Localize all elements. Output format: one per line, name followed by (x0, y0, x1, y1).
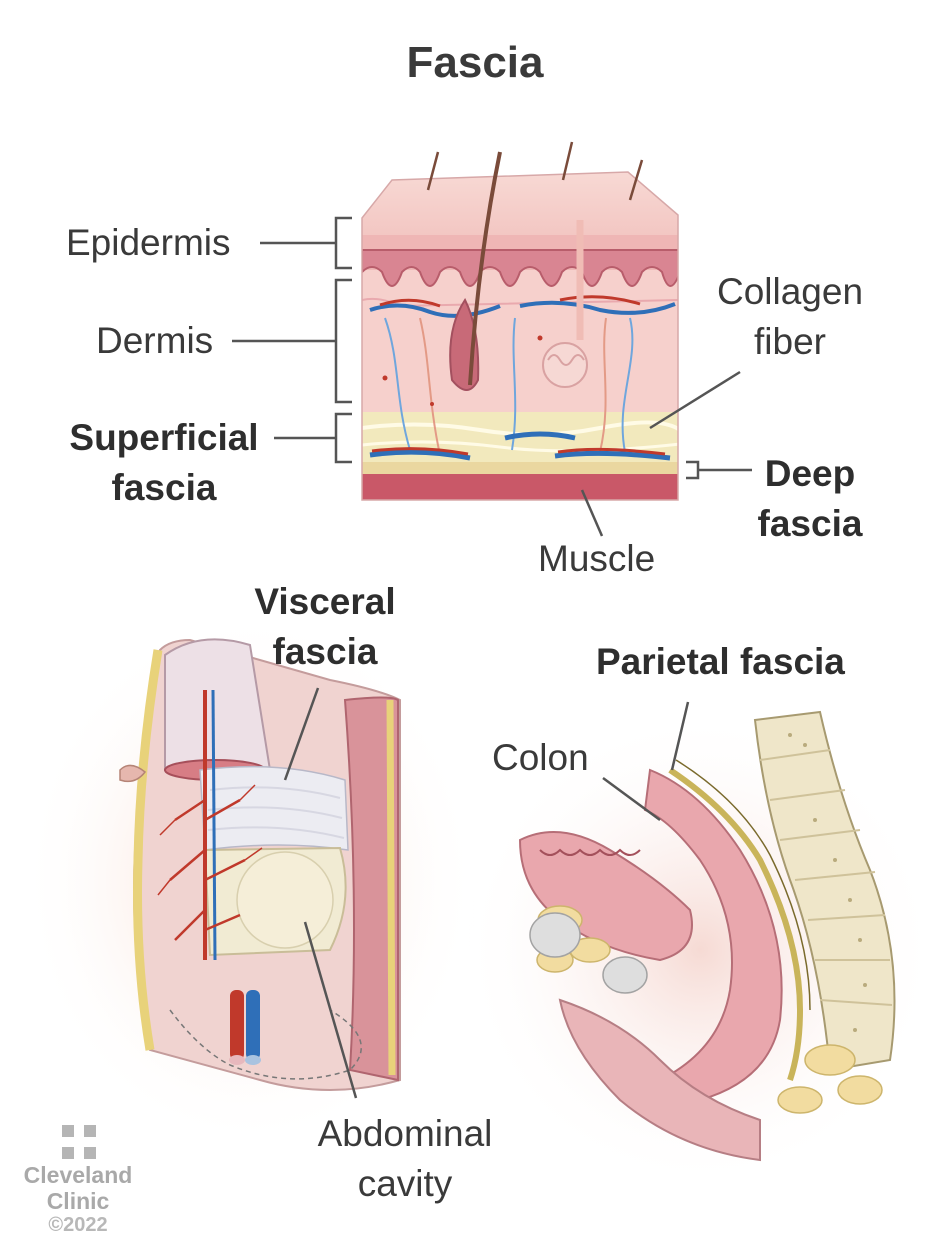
label-deep-fascia-line1: Deep (764, 453, 856, 494)
label-visceral-fascia-line2: fascia (272, 631, 378, 672)
hair-shaft (468, 151, 502, 386)
dermis-layer (362, 270, 678, 415)
deep-fascia-layer (362, 462, 678, 474)
label-colon: Colon (492, 737, 589, 778)
label-parietal-fascia: Parietal fascia (596, 641, 845, 682)
label-abdominal-cavity-line1: Abdominal (317, 1113, 493, 1154)
label-muscle: Muscle (538, 538, 656, 579)
label-superficial-fascia-line1: Superficial (69, 417, 259, 458)
label-brackets (232, 216, 752, 537)
pelvis-illustration (460, 710, 940, 1190)
pelvis-leader-lines (602, 701, 690, 822)
label-collagen-fiber-line1: Collagen (716, 271, 864, 312)
logo-line1: Cleveland (23, 1162, 133, 1188)
label-superficial-fascia-line2: fascia (111, 467, 217, 508)
logo-text: Cleveland Clinic (18, 1162, 138, 1214)
muscle-layer (362, 474, 678, 500)
label-epidermis: Epidermis (66, 222, 231, 263)
copyright-text: ©2022 (48, 1214, 108, 1236)
logo-line2: Clinic (46, 1188, 110, 1214)
abdomen-leader-lines (283, 687, 358, 1099)
abdomen-illustration (20, 610, 480, 1150)
label-deep-fascia-line2: fascia (757, 503, 863, 544)
label-collagen-fiber-line2: fiber (754, 321, 826, 362)
label-abdominal-cavity-line2: cavity (357, 1163, 453, 1204)
skin-cross-section (361, 141, 679, 501)
page-title: Fascia (406, 38, 544, 87)
epidermis-layer (362, 172, 678, 245)
cleveland-clinic-logo-icon (62, 1125, 96, 1159)
label-visceral-fascia-line1: Visceral (254, 581, 396, 622)
label-dermis: Dermis (96, 320, 214, 361)
